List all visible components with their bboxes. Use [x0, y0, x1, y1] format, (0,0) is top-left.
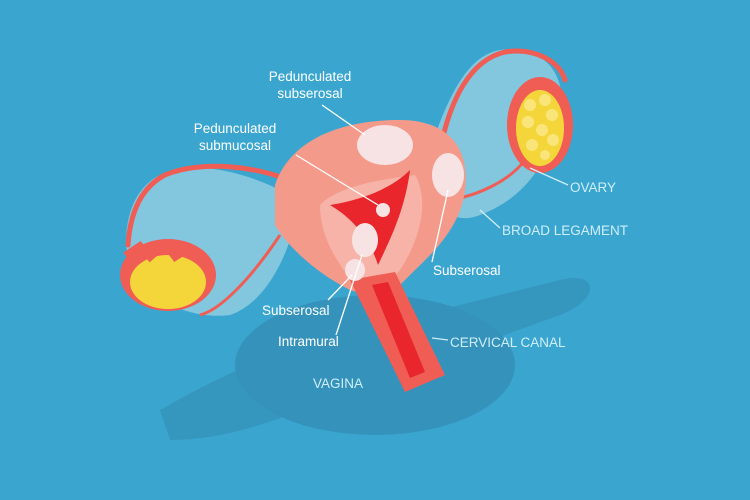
label-line: submucosal [198, 138, 272, 153]
label-line: Pedunculated [193, 121, 277, 136]
ovarian-ligament-left [199, 234, 282, 317]
label-cervical-canal: CERVICAL CANAL [450, 335, 566, 350]
label-ovary: OVARY [570, 180, 617, 195]
fallopian-tube-left [125, 163, 303, 248]
uterine-cavity [330, 170, 410, 265]
label-subserosal-left: Subserosal [262, 303, 330, 318]
ovary-right-follicles [522, 94, 559, 160]
label-pedunculated-submucosal: Pedunculated submucosal [175, 120, 295, 154]
leader-lines [295, 104, 449, 336]
label-pedunculated-subserosal: Pedunculated subserosal [250, 68, 370, 102]
pedunculated-subserosal-fibroid [357, 125, 413, 165]
pedunculated-submucosal-fibroid [376, 203, 390, 217]
label-subserosal-right: Subserosal [433, 263, 501, 278]
subserosal-fibroid-right [432, 153, 464, 197]
label-vagina: VAGINA [313, 376, 364, 391]
intramural-fibroid [352, 223, 378, 257]
label-intramural: Intramural [278, 334, 339, 349]
cervical-canal-shape [372, 282, 425, 378]
leader-lines-pale [431, 167, 569, 341]
ovary-left-inner [130, 255, 206, 309]
fallopian-tube-right [437, 48, 568, 153]
subserosal-fibroid-left [345, 259, 365, 281]
ligament-shadow [160, 278, 590, 440]
label-broad-ligament: BROAD LEGAMENT [502, 223, 629, 238]
label-line: Pedunculated [268, 69, 352, 84]
label-line: subserosal [277, 86, 343, 101]
ovary-left-fimbria [123, 240, 208, 265]
